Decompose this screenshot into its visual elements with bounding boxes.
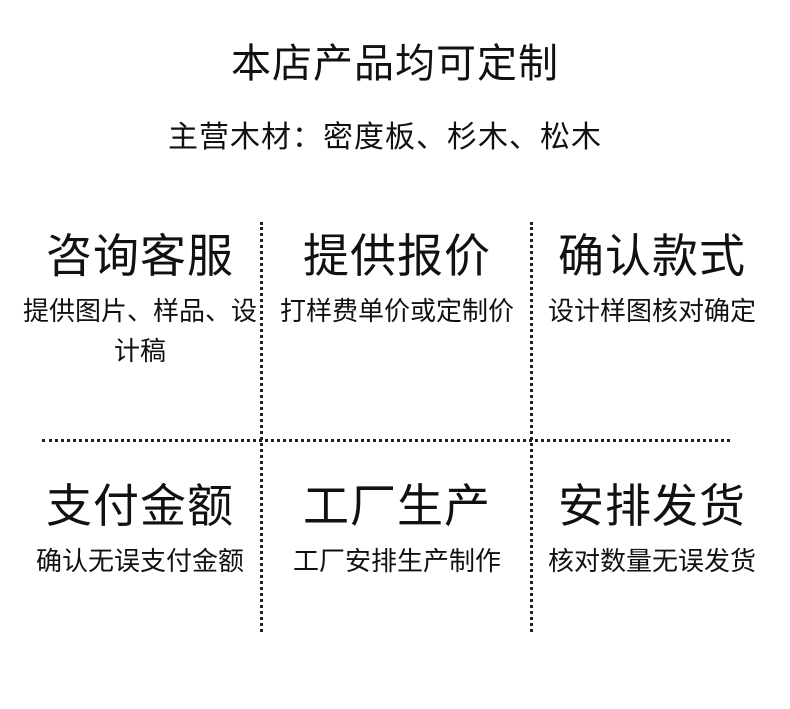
divider-horizontal (42, 439, 730, 442)
step-description: 工厂安排生产制作 (292, 547, 501, 577)
step-description: 确认无误支付金额 (35, 547, 244, 577)
step-heading: 工厂生产 (303, 479, 491, 533)
step-card-production: 工厂生产 工厂安排生产制作 (277, 478, 517, 582)
page-title: 本店产品均可定制 (231, 41, 559, 87)
step-card-payment: 支付金额 确认无误支付金额 (20, 478, 260, 582)
step-card-confirm-style: 确认款式 设计样图核对确定 (532, 228, 772, 332)
step-description: 设计样图核对确定 (547, 297, 756, 327)
step-heading: 提供报价 (303, 229, 491, 283)
divider-vertical-right (530, 222, 533, 632)
step-card-consult: 咨询客服 提供图片、样品、设计稿 (20, 228, 260, 372)
step-description: 核对数量无误发货 (547, 547, 756, 577)
page-subtitle: 主营木材：密度板、杉木、松木 (168, 120, 602, 155)
step-card-shipping: 安排发货 核对数量无误发货 (532, 478, 772, 582)
step-card-quote: 提供报价 打样费单价或定制价 (277, 228, 517, 332)
step-heading: 安排发货 (558, 479, 746, 533)
divider-vertical-left (260, 222, 263, 632)
step-heading: 咨询客服 (46, 229, 234, 283)
step-heading: 确认款式 (558, 229, 746, 283)
step-heading: 支付金额 (46, 479, 234, 533)
step-description: 提供图片、样品、设计稿 (22, 297, 257, 367)
step-description: 打样费单价或定制价 (279, 297, 514, 327)
